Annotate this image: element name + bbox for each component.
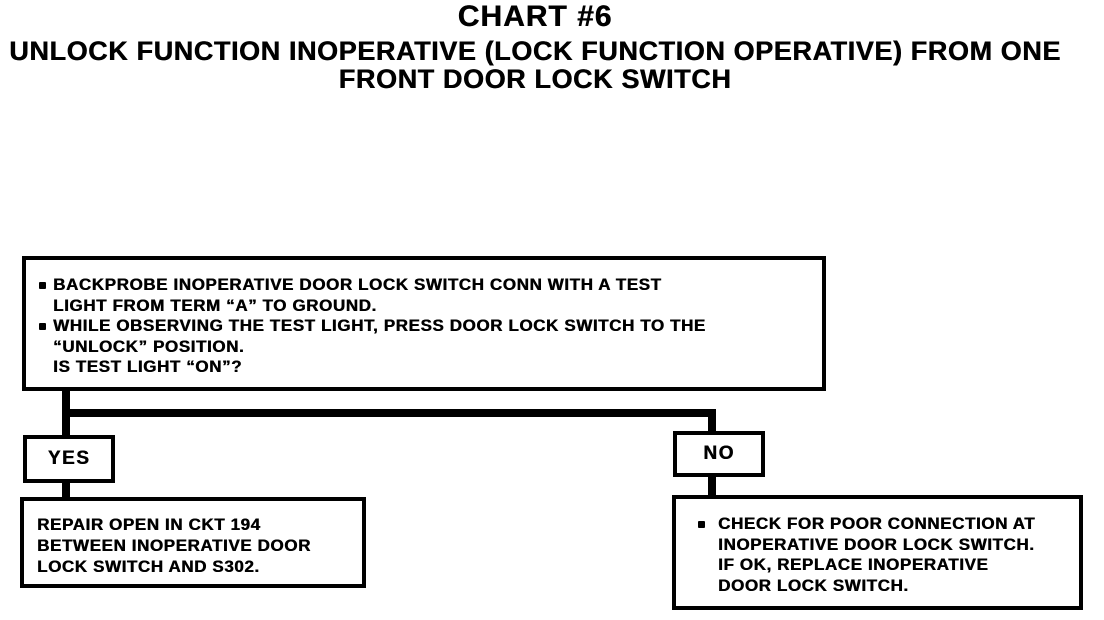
question-line-text: IS TEST LIGHT “ON”? [53, 357, 242, 376]
no-result-line: CHECK FOR POOR CONNECTION AT [698, 514, 1036, 535]
no-result-line-text: INOPERATIVE DOOR LOCK SWITCH. [718, 534, 1035, 554]
no-result-line-text: CHECK FOR POOR CONNECTION AT [718, 514, 1036, 533]
question-line: IS TEST LIGHT “ON”? [53, 357, 706, 378]
question-line-text: WHILE OBSERVING THE TEST LIGHT, PRESS DO… [53, 316, 706, 335]
connector-yes-to-result [62, 481, 70, 498]
bullet-icon [39, 282, 46, 289]
question-line: LIGHT FROM TERM “A” TO GROUND. [53, 296, 706, 317]
question-line: “UNLOCK” POSITION. [53, 337, 706, 358]
yes-result-line: BETWEEN INOPERATIVE DOOR [37, 536, 311, 555]
connector-no-to-result [708, 475, 716, 496]
chart-subtitle-line-1: UNLOCK FUNCTION INOPERATIVE (LOCK FUNCTI… [9, 36, 1061, 66]
question-line-text: BACKPROBE INOPERATIVE DOOR LOCK SWITCH C… [53, 275, 662, 294]
no-result-line-text: DOOR LOCK SWITCH. [718, 575, 909, 595]
question-line-text: LIGHT FROM TERM “A” TO GROUND. [53, 295, 377, 315]
no-result-line: DOOR LOCK SWITCH. [718, 576, 1035, 597]
chart-subtitle-line-2: FRONT DOOR LOCK SWITCH [338, 64, 732, 94]
bullet-icon [39, 323, 46, 330]
no-result-line: INOPERATIVE DOOR LOCK SWITCH. [718, 535, 1035, 556]
yes-result-line: LOCK SWITCH AND S302. [37, 557, 260, 576]
yes-result-line: REPAIR OPEN IN CKT 194 [37, 515, 261, 534]
connector-to-no-box [708, 409, 716, 433]
yes-label-box: YES [23, 435, 115, 483]
question-line: WHILE OBSERVING THE TEST LIGHT, PRESS DO… [39, 316, 706, 337]
no-label-box: NO [673, 431, 765, 477]
no-label: NO [703, 443, 735, 464]
bullet-icon [698, 521, 705, 528]
no-result-line-text: IF OK, REPLACE INOPERATIVE [718, 555, 989, 574]
no-result-line: IF OK, REPLACE INOPERATIVE [718, 555, 1035, 576]
connector-branch-horizontal [62, 409, 716, 417]
question-box: BACKPROBE INOPERATIVE DOOR LOCK SWITCH C… [22, 256, 826, 391]
question-line-text: “UNLOCK” POSITION. [53, 336, 245, 356]
yes-result-box: REPAIR OPEN IN CKT 194 BETWEEN INOPERATI… [20, 497, 366, 588]
chart-title: CHART #6 [457, 0, 613, 33]
question-line: BACKPROBE INOPERATIVE DOOR LOCK SWITCH C… [39, 275, 706, 296]
yes-label: YES [47, 448, 91, 469]
no-result-box: CHECK FOR POOR CONNECTION AT INOPERATIVE… [672, 495, 1083, 610]
